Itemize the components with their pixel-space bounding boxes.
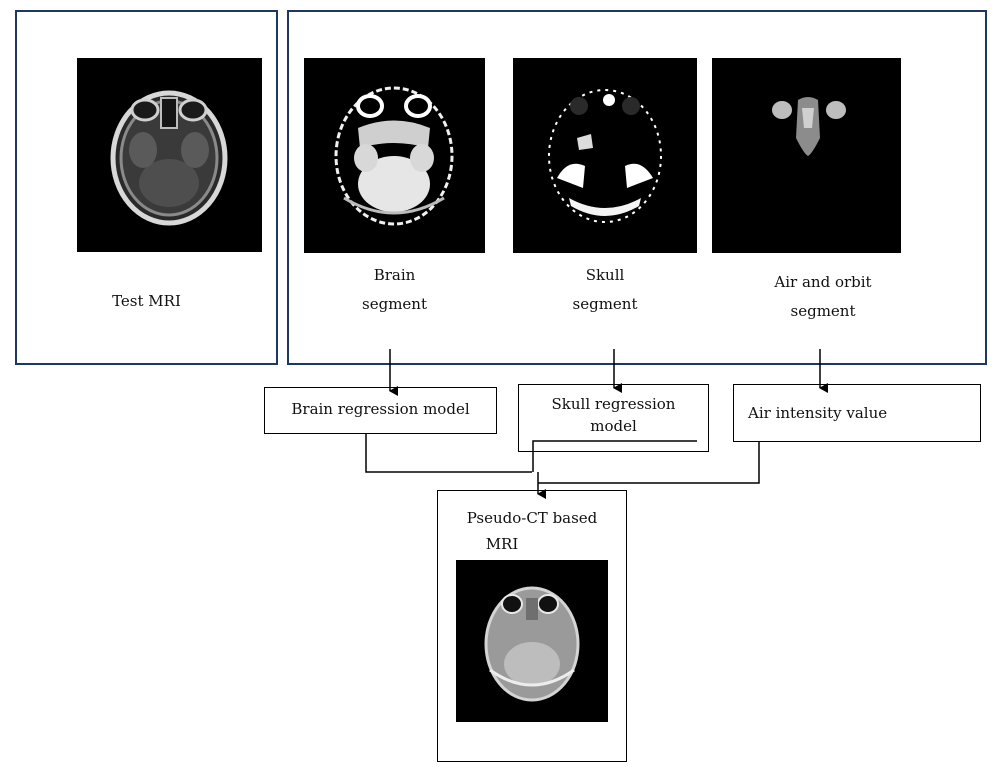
pseudo-ct-output-label: Pseudo-CT based MRI: [466, 509, 598, 553]
test-mri-image: [77, 58, 262, 252]
skull-segment-label: Skull segment: [572, 266, 638, 313]
brain-segment-label: Brain segment: [362, 266, 427, 313]
skull-regression-model-label: Skull regression model: [551, 395, 676, 435]
brain-regression-model-box: [264, 387, 497, 434]
air-intensity-value-box: [733, 384, 981, 442]
air-orbit-segment-label: Air and orbit segment: [774, 273, 872, 320]
pseudo-ct-image: [456, 560, 608, 722]
skull-segment-image: [513, 58, 697, 253]
brain-regression-model-label: Brain regression model: [291, 400, 470, 418]
brain-model-to-output-line: [365, 434, 532, 473]
air-intensity-value-label: Air intensity value: [748, 404, 888, 422]
air-value-to-output-line: [538, 442, 760, 484]
brain-segment-image: [304, 58, 485, 253]
test-mri-label: Test MRI: [112, 292, 181, 310]
skull-model-to-output-line: [532, 440, 697, 472]
air-orbit-segment-image: [712, 58, 901, 253]
